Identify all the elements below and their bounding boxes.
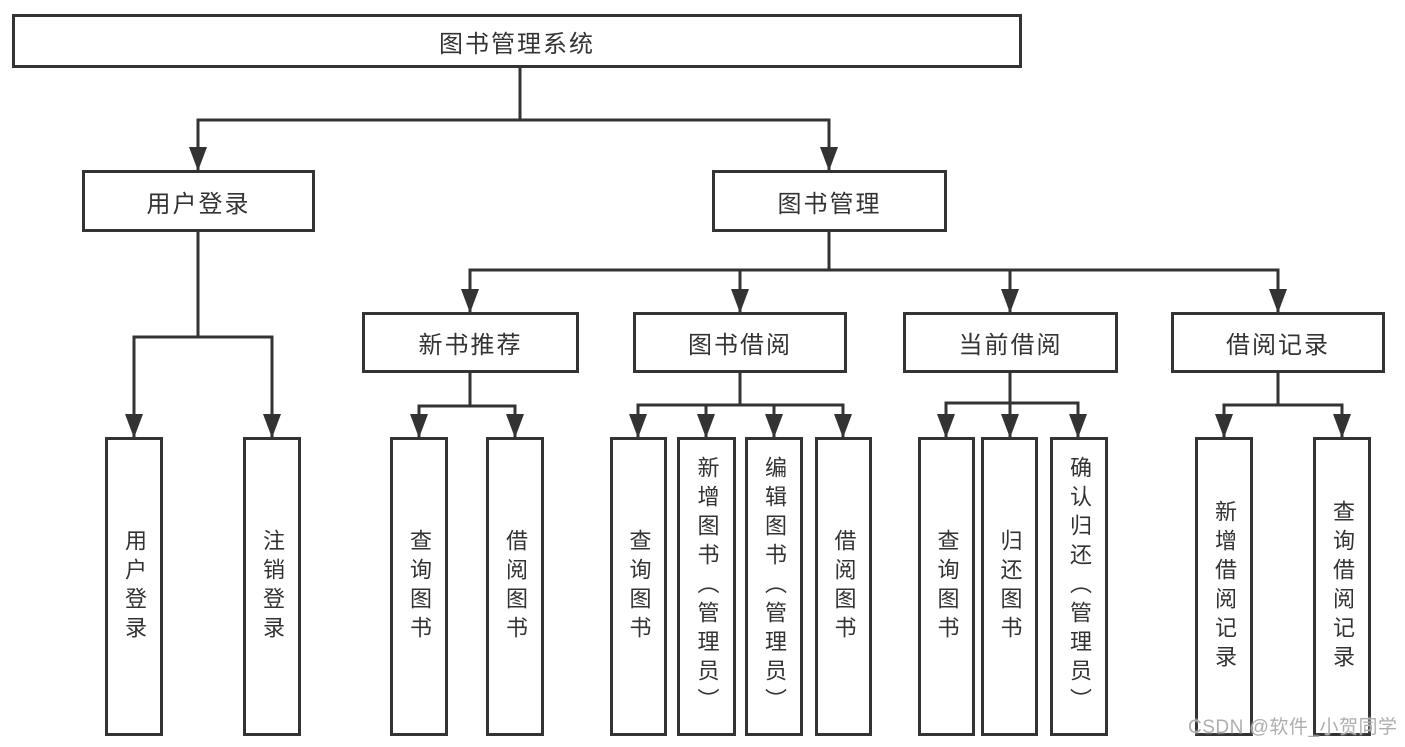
node-book-borrow: 图书借阅 (633, 312, 847, 373)
leaf-add-book-admin-label: 新增图书（管理员） (694, 456, 720, 717)
edges-book-borrow (629, 373, 852, 438)
leaf-borrow-books-label: 借阅图书 (831, 528, 857, 645)
leaf-confirm-return-admin-label: 确认归还（管理员） (1067, 456, 1092, 717)
node-root: 图书管理系统 (12, 14, 1022, 68)
edges-book-management (461, 232, 1287, 313)
leaf-add-book-admin: 新增图书（管理员） (677, 437, 736, 736)
node-borrow-records: 借阅记录 (1171, 312, 1385, 373)
leaf-user-login-label: 用户登录 (122, 528, 147, 645)
leaf-logout-label: 注销登录 (260, 528, 285, 645)
node-current-borrow: 当前借阅 (903, 312, 1118, 373)
leaf-add-borrow-record: 新增借阅记录 (1195, 437, 1253, 736)
leaf-query-books-current-label: 查询图书 (934, 528, 960, 645)
leaf-query-borrow-record-label: 查询借阅记录 (1330, 499, 1355, 674)
leaf-borrow-books-recommend: 借阅图书 (486, 437, 544, 736)
node-book-management: 图书管理 (712, 170, 947, 232)
edges-new-book-recommend (410, 373, 524, 438)
leaf-borrow-books: 借阅图书 (815, 437, 872, 736)
node-new-book-recommend: 新书推荐 (362, 312, 579, 373)
edges-user-login (125, 232, 281, 438)
leaf-query-books-recommend-label: 查询图书 (407, 528, 432, 645)
leaf-query-books-borrow-label: 查询图书 (626, 528, 652, 645)
leaf-add-borrow-record-label: 新增借阅记录 (1212, 499, 1237, 674)
leaf-borrow-books-recommend-label: 借阅图书 (503, 528, 528, 645)
leaf-confirm-return-admin: 确认归还（管理员） (1050, 437, 1108, 736)
leaf-logout: 注销登录 (243, 437, 301, 736)
leaf-query-books-recommend: 查询图书 (390, 437, 448, 736)
watermark-text: CSDN @软件_小贺同学 (1188, 717, 1398, 738)
leaf-query-books-current: 查询图书 (918, 437, 975, 736)
leaf-return-book: 归还图书 (981, 437, 1038, 736)
leaf-query-books-borrow: 查询图书 (610, 437, 667, 736)
edges-current-borrow (937, 373, 1087, 438)
edges-borrow-records (1215, 373, 1351, 438)
edges-root (189, 68, 838, 171)
leaf-edit-book-admin: 编辑图书（管理员） (745, 437, 803, 736)
leaf-query-borrow-record: 查询借阅记录 (1313, 437, 1371, 736)
node-user-login: 用户登录 (82, 170, 315, 232)
leaf-edit-book-admin-label: 编辑图书（管理员） (762, 456, 787, 717)
leaf-user-login: 用户登录 (105, 437, 163, 736)
leaf-return-book-label: 归还图书 (997, 528, 1023, 645)
